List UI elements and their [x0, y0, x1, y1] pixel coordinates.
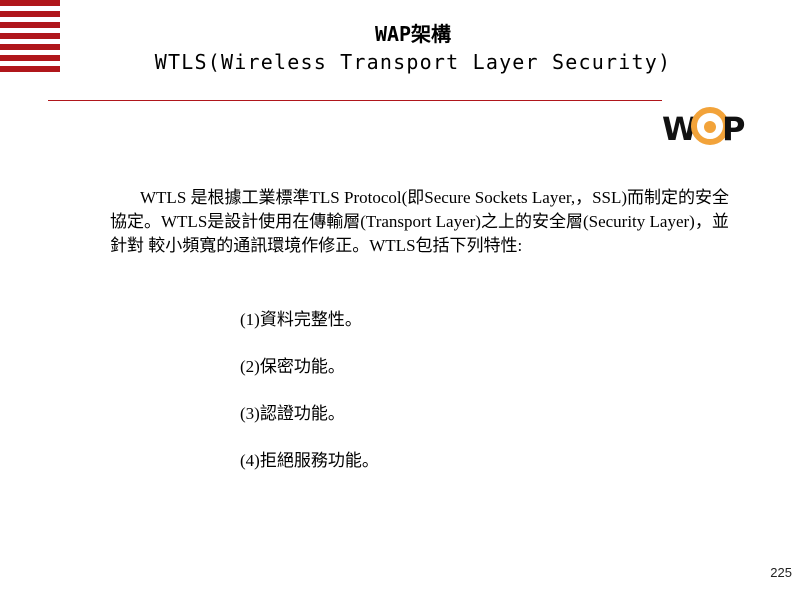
- page-number: 225: [770, 565, 792, 580]
- feature-list: (1)資料完整性。 (2)保密功能。 (3)認證功能。 (4)拒絕服務功能。: [240, 308, 379, 496]
- body-paragraph: WTLS 是根據工業標準TLS Protocol(即Secure Sockets…: [110, 188, 730, 255]
- list-item: (1)資料完整性。: [240, 310, 362, 329]
- slide-title: WAP架構: [374, 22, 452, 46]
- list-item: (2)保密功能。: [240, 357, 345, 376]
- title-divider: [48, 100, 662, 101]
- list-item: (3)認證功能。: [240, 404, 345, 423]
- list-item: (4)拒絕服務功能。: [240, 451, 379, 470]
- slide-subtitle: WTLS(Wireless Transport Layer Security): [154, 50, 672, 74]
- wap-logo-icon: W P: [660, 96, 760, 156]
- decorative-stripes: [0, 0, 60, 72]
- svg-text:P: P: [722, 110, 745, 148]
